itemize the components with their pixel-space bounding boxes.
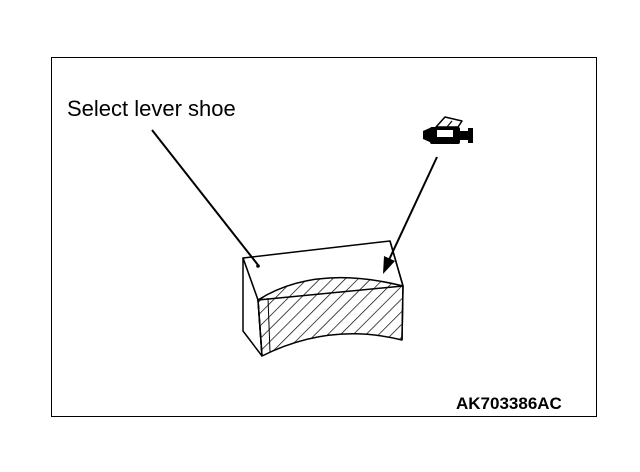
lubricant-arrow-line <box>387 156 438 263</box>
callout-label: Select lever shoe <box>67 96 236 121</box>
shoe-edge-inner <box>267 297 271 353</box>
figure-frame <box>51 57 597 417</box>
shoe-edge-left <box>257 299 263 357</box>
grease-gun-icon <box>423 116 473 144</box>
callout-leader-line <box>151 129 259 266</box>
lubricant-arrow-head <box>383 256 395 274</box>
shoe-edge-right-vertical <box>401 285 404 341</box>
shoe-edge-right <box>389 240 404 287</box>
figure-code: AK703386AC <box>456 394 562 413</box>
shoe-contact-surface <box>257 276 404 357</box>
callout-leader-dot <box>256 264 260 268</box>
